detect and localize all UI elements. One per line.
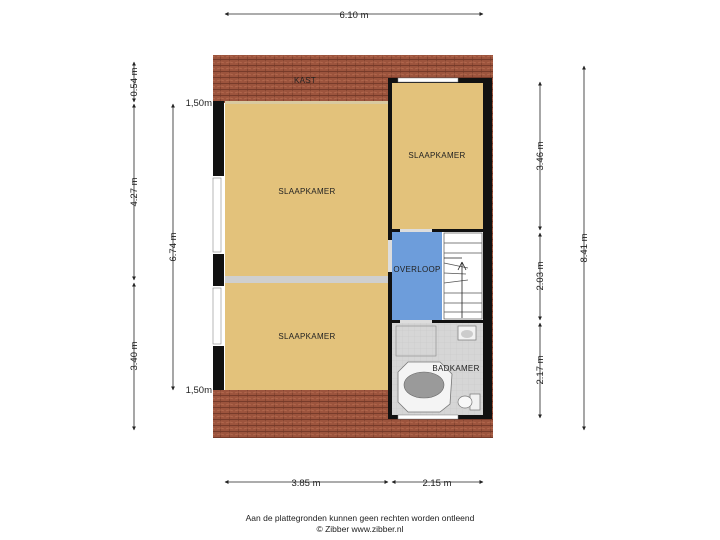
wall-right [483,78,492,418]
dim-left-inner: 6.74 m [168,232,179,261]
stairwell [443,232,483,320]
room-landing [392,232,442,320]
dim-right-bottom: 2.17 m [535,355,546,384]
dim-bottom-right: 2.15 m [422,478,451,489]
toilet [457,393,481,411]
wall-right-top-bottom [392,229,483,232]
wall-left-bottom [213,346,224,390]
dim-right-total: 8.41 m [579,233,590,262]
dim-top-width: 6.10 m [339,10,368,21]
label-landing: OVERLOOP [393,265,440,274]
staircase [443,232,483,320]
dim-left-mid: 4.27 m [129,177,140,206]
label-bedroom-left-bottom: SLAAPKAMER [278,332,335,341]
window-top-right [397,77,459,83]
window-left-bottom [212,287,222,345]
wall-left-mid [213,254,224,286]
label-bedroom-right-top: SLAAPKAMER [408,151,465,160]
dim-bottom-left: 3.85 m [291,478,320,489]
dim-right-mid: 2.03 m [535,261,546,290]
label-closet: KAST [294,76,316,85]
dim-left-bottom: 3.40 m [129,341,140,370]
bathtub [397,361,453,413]
door-landing-left [388,240,392,272]
height-label-bottom: 1,50m [186,385,212,396]
room-bedroom-left-top [225,104,388,276]
label-bathroom: BADKAMER [432,364,479,373]
door-landing-bedroom [400,229,432,232]
sink [457,325,477,341]
height-label-top: 1,50m [186,98,212,109]
wall-divider-left [225,276,388,283]
dim-right-top: 3.46 m [535,141,546,170]
window-left-top [212,177,222,253]
room-bedroom-right-top [392,83,483,229]
wall-landing-bath [392,320,483,323]
footer-disclaimer: Aan de plattegronden kunnen geen rechten… [245,513,475,523]
wall-left-top [213,101,224,176]
label-bedroom-left-top: SLAAPKAMER [278,187,335,196]
shower-tray [395,325,437,357]
window-bottom-right [397,414,459,420]
dim-left-top: 0.54 m [129,67,140,96]
room-bedroom-left-bottom [225,283,388,390]
footer-credit: © Zibber www.zibber.nl [316,524,404,534]
wall-attic-knee [225,101,388,104]
door-landing-bath [400,320,432,323]
